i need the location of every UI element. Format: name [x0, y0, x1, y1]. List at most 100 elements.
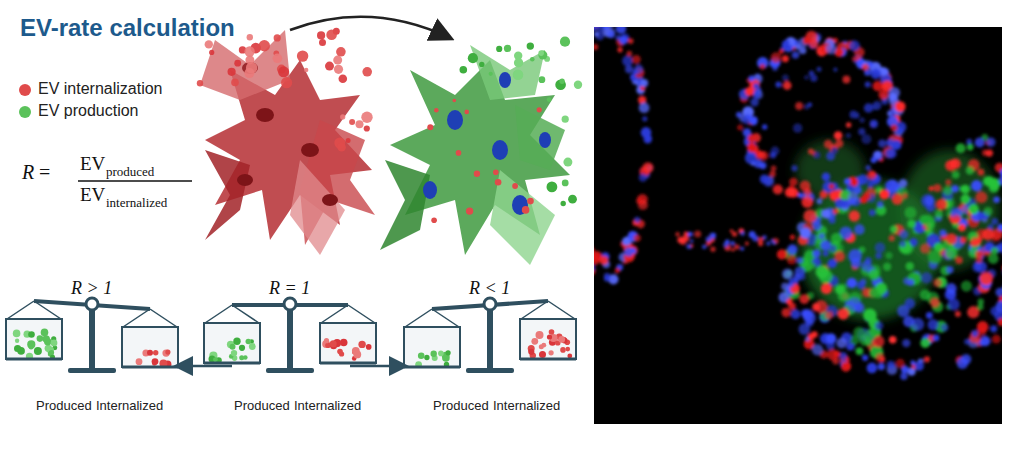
- fluorescent-spot: [955, 257, 962, 264]
- fluorescent-spot: [999, 176, 1003, 186]
- fluorescent-spot: [921, 272, 932, 283]
- fluorescent-spot: [975, 250, 983, 258]
- scale-pan: [404, 327, 460, 367]
- ev-dot: [427, 124, 433, 130]
- fluorescent-spot: [878, 363, 885, 370]
- fluorescent-spot: [639, 102, 650, 113]
- fluorescent-spot: [825, 311, 833, 319]
- ev-dot: [231, 350, 237, 356]
- label: Produced: [36, 398, 92, 413]
- fluorescent-spot: [935, 210, 944, 219]
- fluorescent-spot: [750, 98, 758, 106]
- ev-dot: [153, 350, 158, 355]
- ev-dot: [209, 50, 214, 55]
- label: produced: [106, 164, 154, 180]
- fluorescent-spot: [862, 134, 872, 144]
- fluorescent-spot: [753, 83, 759, 89]
- fluorescent-spot: [817, 67, 822, 72]
- scale-pan: [320, 323, 376, 363]
- fluorescent-spot: [946, 233, 957, 244]
- fluorescent-spot: [785, 187, 795, 197]
- label: Internalized: [96, 398, 163, 413]
- fluorescent-spot: [789, 282, 794, 287]
- fluorescent-spot: [798, 273, 805, 280]
- fluorescent-spot: [958, 224, 966, 232]
- ev-dot: [495, 179, 502, 186]
- fluorescent-spot: [873, 101, 882, 110]
- fluorescent-spot: [846, 342, 854, 350]
- fluorescent-spot: [823, 251, 829, 257]
- fluorescent-spot: [951, 185, 958, 192]
- ev-dot: [549, 350, 554, 355]
- legend-text: EV internalization: [38, 80, 163, 98]
- pan-string: [123, 309, 177, 327]
- fluorescent-spot: [773, 184, 783, 194]
- ev-dot: [152, 358, 159, 365]
- ev-dot: [547, 334, 552, 339]
- ev-dot: [349, 119, 355, 125]
- fluorescent-spot: [899, 241, 912, 254]
- fluorescent-spot: [745, 87, 754, 96]
- fluorescent-spot: [760, 174, 769, 183]
- ev-dot: [522, 206, 530, 214]
- pan-string: [205, 305, 259, 323]
- fluorescent-spot: [866, 165, 871, 170]
- fluorescent-spot: [622, 55, 633, 66]
- pan-string: [405, 309, 459, 327]
- fluorescent-spot: [803, 209, 816, 222]
- fluorescent-spot: [846, 133, 851, 138]
- fluorescent-spot: [833, 208, 839, 214]
- pan-base: [6, 358, 62, 361]
- fluorescent-spot: [829, 184, 834, 189]
- fluorescent-spot: [902, 193, 908, 199]
- fluorescent-spot: [634, 234, 641, 241]
- fluorescent-spot: [757, 57, 769, 69]
- fluorescent-spot: [594, 265, 596, 275]
- fluorescent-spot: [745, 242, 749, 246]
- fluorescent-spot: [642, 116, 647, 121]
- fluorescent-spot: [846, 122, 851, 127]
- ev-dot: [244, 46, 254, 56]
- fluorescent-spot: [771, 165, 777, 171]
- fluorescent-spot: [867, 170, 876, 179]
- fluorescent-spot: [833, 68, 837, 72]
- fluorescent-spot: [861, 261, 872, 272]
- fluorescent-spot: [885, 252, 892, 259]
- ev-dot: [547, 182, 558, 193]
- label: R < 1: [469, 278, 510, 299]
- red-cells: [200, 30, 375, 255]
- fluorescent-spot: [827, 349, 838, 360]
- fluorescent-spot: [879, 189, 889, 199]
- ev-dot: [562, 180, 569, 187]
- fluorescent-spot: [782, 74, 789, 81]
- fluorescent-spot: [615, 268, 620, 273]
- fluorescent-spot: [800, 227, 811, 238]
- fluorescent-spot: [925, 196, 934, 205]
- fluorescent-spot: [889, 235, 895, 241]
- fluorescent-spot: [795, 102, 803, 110]
- ev-dot: [346, 138, 351, 143]
- label: =: [39, 161, 50, 184]
- pan-base: [520, 358, 576, 361]
- fluorescent-spot: [773, 238, 779, 244]
- fluorescent-spot: [608, 31, 615, 38]
- legend-swatch: [19, 84, 31, 96]
- fluorescent-spot: [759, 162, 766, 169]
- ev-dot: [243, 355, 248, 360]
- fluorescent-spot: [627, 51, 633, 57]
- fluorescent-spot: [926, 312, 933, 319]
- fluorescent-spot: [939, 229, 946, 236]
- fluorescent-spot: [884, 148, 895, 159]
- fluorescent-spot: [787, 244, 797, 254]
- fluorescent-spot: [819, 269, 833, 283]
- fluorescent-spot: [616, 27, 627, 34]
- pan-base: [204, 362, 260, 365]
- ev-dot: [560, 347, 566, 353]
- fluorescent-spot: [972, 330, 979, 337]
- fluorescent-spot: [639, 173, 647, 181]
- fluorescent-spot: [978, 169, 985, 176]
- ev-dot: [464, 110, 469, 115]
- ev-dot: [541, 343, 546, 348]
- fluorescent-spot: [971, 180, 982, 191]
- fluorescent-spot: [956, 143, 966, 153]
